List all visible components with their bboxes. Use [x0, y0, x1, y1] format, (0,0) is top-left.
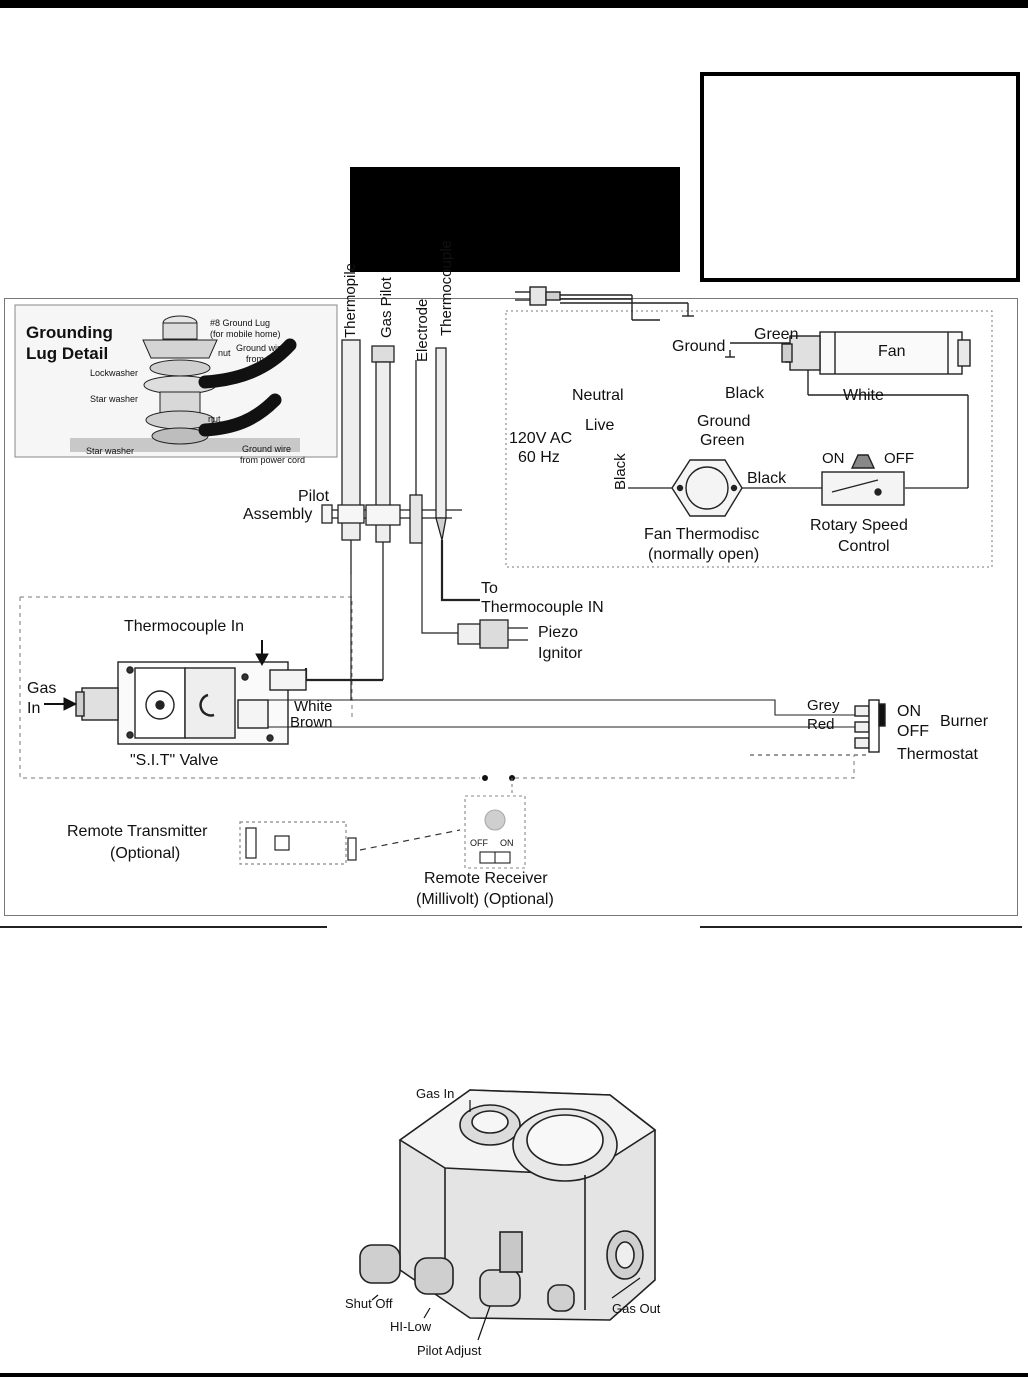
lockwasher-label: Lockwasher [90, 368, 139, 378]
black-label-mid: Black [747, 470, 787, 487]
piezo-label: Piezo [538, 624, 579, 641]
white-wire-label: White [294, 698, 333, 715]
voltage-label: 120V AC [509, 430, 573, 447]
remote-receiver-type-label: (Millivolt) (Optional) [416, 891, 554, 908]
gas-in-label: Gas [27, 680, 57, 697]
remote-transmitter-label: Remote Transmitter [67, 823, 208, 840]
remote-transmitter [239, 821, 357, 865]
gas-in-valve-label: Gas In [416, 1086, 455, 1101]
remote-receiver [464, 795, 526, 869]
thermopile-label: Thermopile [342, 262, 359, 338]
black-label-left: Black [612, 453, 629, 490]
ground-wire-cord-label: Ground wire [242, 444, 292, 454]
nut-label-2: nut [208, 414, 221, 424]
piezo-ignitor [457, 619, 528, 649]
rotary-speed-label: Rotary Speed [810, 517, 908, 534]
remote-receiver-label: Remote Receiver [424, 870, 548, 887]
switch-on-label: ON [822, 450, 845, 467]
pilot-assembly-label: Pilot [298, 488, 330, 505]
remote-transmitter-optional-label: (Optional) [110, 845, 181, 862]
switch-off-label: OFF [884, 450, 914, 467]
sit-valve [75, 661, 307, 745]
wiring-diagram [14, 286, 993, 869]
star-washer-label-2: Star washer [86, 446, 135, 456]
separator-left [0, 926, 327, 928]
red-wire-label: Red [807, 716, 835, 733]
lug-note-label: (for mobile home) [210, 329, 281, 339]
power-plug [515, 286, 694, 321]
lug-label: #8 Ground Lug [210, 318, 271, 328]
neutral-label: Neutral [572, 387, 624, 404]
green-label-top: Green [754, 326, 799, 343]
star-washer-label: Star washer [90, 394, 139, 404]
fan-assembly [725, 331, 971, 488]
redacted-block [350, 167, 680, 272]
thermostat-label: Thermostat [897, 746, 978, 763]
gas-out-label: Gas Out [612, 1301, 661, 1316]
brown-wire-label: Brown [290, 714, 333, 731]
burner-on-label: ON [897, 703, 921, 720]
electrode-label: Electrode [414, 298, 431, 362]
thermodisc-note-label: (normally open) [648, 546, 760, 563]
burner-label: Burner [940, 713, 989, 730]
ground-wire-fan-label-2: from fan [246, 354, 280, 364]
receiver-on-label: ON [500, 838, 514, 848]
burner-switch-wiring [268, 699, 855, 728]
ignitor-label: Ignitor [538, 645, 583, 662]
black-label-top: Black [725, 385, 765, 402]
bottom-rule [0, 1373, 1028, 1377]
gas-in-arrow [44, 697, 78, 711]
grounding-title: Grounding [26, 323, 113, 342]
green-label-mid: Green [700, 432, 745, 449]
ground-lug-drawing [70, 315, 300, 452]
rotary-control-label: Control [838, 538, 890, 555]
gas-in-label-2: In [27, 700, 41, 717]
thermodisc-label: Fan Thermodisc [644, 526, 760, 543]
rotary-speed-control [821, 454, 905, 506]
grey-wire-label: Grey [807, 697, 840, 714]
pilot-adjust-label: Pilot Adjust [417, 1343, 482, 1358]
burner-off-label: OFF [897, 723, 929, 740]
fan-thermodisc [671, 459, 743, 517]
fan-label: Fan [878, 343, 906, 360]
thermocouple-label: Thermocouple [438, 240, 455, 336]
receiver-off-label: OFF [470, 838, 488, 848]
nut-label: nut [218, 348, 231, 358]
gas-pilot-label: Gas Pilot [378, 277, 395, 338]
ground-wire-cord-label-2: from power cord [240, 455, 306, 465]
separator-right [700, 926, 1022, 928]
shut-off-label: Shut Off [345, 1296, 393, 1311]
live-label: Live [585, 417, 615, 434]
grounding-title-line2: Lug Detail [26, 344, 109, 363]
sit-valve-label: "S.I.T" Valve [130, 752, 219, 769]
pilot-assembly-label-2: Assembly [243, 506, 313, 523]
to-label: To [481, 580, 498, 597]
top-rule [0, 0, 1028, 8]
remote-signal [359, 829, 461, 851]
valve-circuit-box [19, 596, 480, 779]
thermocouple-in-target-label: Thermocouple IN [481, 599, 604, 616]
ground-wire-fan-label: Ground wire [236, 343, 286, 353]
thermocouple-in-arrow [255, 640, 269, 667]
white-label: White [843, 387, 884, 404]
note-box [700, 72, 1020, 282]
hi-low-label: HI-Low [390, 1319, 432, 1334]
ground-label-mid: Ground [697, 413, 751, 430]
wiring-diagram-frame [4, 298, 1018, 916]
ground-label-top: Ground [672, 338, 726, 355]
frequency-label: 60 Hz [518, 449, 560, 466]
burner-switch [750, 699, 886, 756]
pilot-wiring [304, 540, 480, 701]
pilot-assembly [321, 339, 462, 680]
fan-circuit-box [505, 310, 993, 568]
thermocouple-in-label: Thermocouple In [124, 618, 245, 635]
